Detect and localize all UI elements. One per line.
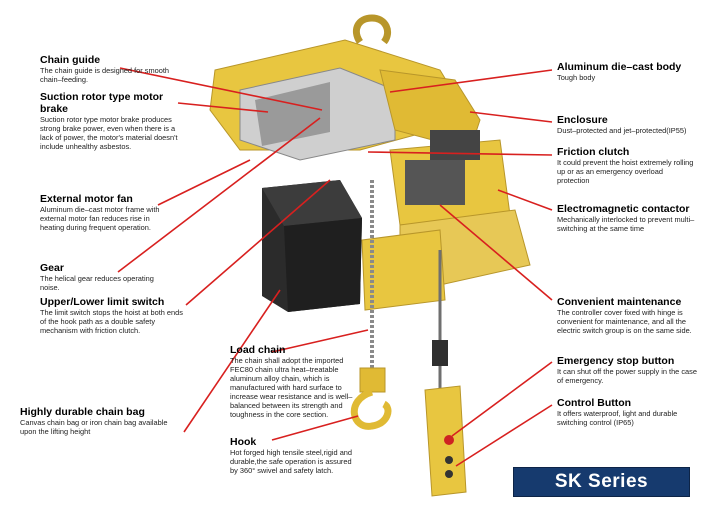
callout-title: Highly durable chain bag bbox=[20, 406, 145, 418]
leader-chain-guide bbox=[119, 67, 323, 111]
callout-desc: It offers waterproof, light and durable … bbox=[557, 409, 678, 427]
callout-title: External motor fan bbox=[40, 193, 133, 205]
callout-title: Emergency stop button bbox=[557, 355, 675, 367]
pendant-illustration bbox=[424, 250, 467, 497]
callout-desc: The chain guide is designed for smooth c… bbox=[40, 66, 170, 84]
callout-control-button: Control Button It offers waterproof, lig… bbox=[557, 397, 697, 427]
callout-title: Hook bbox=[230, 436, 257, 448]
series-label: SK Series bbox=[554, 471, 649, 492]
callout-desc: It can shut off the power supply in the … bbox=[557, 367, 697, 385]
callout-hook: Hook Hot forged high tensile steel,rigid… bbox=[230, 436, 358, 475]
callout-desc: The limit switch stops the hoist at both… bbox=[40, 308, 183, 335]
leader-contactor bbox=[497, 189, 553, 211]
callout-external-motor-fan: External motor fan Aluminum die–cast mot… bbox=[40, 193, 164, 232]
callout-title: Enclosure bbox=[557, 114, 608, 126]
callout-emergency-stop: Emergency stop button It can shut off th… bbox=[557, 355, 697, 385]
callout-desc: It could prevent the hoist extremely rol… bbox=[557, 158, 694, 185]
callout-desc: The controller cover fixed with hinge is… bbox=[557, 308, 692, 335]
leader-friction-clutch bbox=[367, 151, 553, 156]
callout-title: Electromagnetic contactor bbox=[557, 203, 690, 215]
leader-gear bbox=[117, 117, 321, 273]
leader-emergency-stop bbox=[451, 361, 553, 437]
callout-desc: The chain shall adopt the imported FEC80… bbox=[230, 356, 353, 419]
callout-desc: Mechanically interlocked to prevent mult… bbox=[557, 215, 695, 233]
callout-title: Upper/Lower limit switch bbox=[40, 296, 165, 308]
leader-control-button bbox=[455, 404, 553, 467]
callout-title: Gear bbox=[40, 262, 64, 274]
callout-desc: The helical gear reduces operating noise… bbox=[40, 274, 154, 292]
callout-enclosure: Enclosure Dust–protected and jet–protect… bbox=[557, 114, 699, 135]
callout-title: Convenient maintenance bbox=[557, 296, 682, 308]
callout-gear: Gear The helical gear reduces operating … bbox=[40, 262, 164, 292]
leader-limit-switch bbox=[185, 179, 331, 306]
callout-desc: Hot forged high tensile steel,rigid and … bbox=[230, 448, 353, 475]
leader-enclosure bbox=[469, 111, 553, 123]
callout-title: Chain guide bbox=[40, 54, 101, 66]
callout-electromagnetic-contactor: Electromagnetic contactor Mechanically i… bbox=[557, 203, 697, 233]
callout-chain-guide: Chain guide The chain guide is designed … bbox=[40, 54, 190, 84]
leader-motor-fan bbox=[157, 159, 251, 206]
callout-title: Aluminum die–cast body bbox=[557, 61, 682, 73]
callout-title: Control Button bbox=[557, 397, 632, 409]
callout-chain-bag: Highly durable chain bag Canvas chain ba… bbox=[20, 406, 170, 436]
callout-suction-rotor-motor-brake: Suction rotor type motor brake Suction r… bbox=[40, 91, 180, 151]
callout-aluminum-body: Aluminum die–cast body Tough body bbox=[557, 61, 697, 82]
callout-title: Friction clutch bbox=[557, 146, 630, 158]
callout-desc: Suction rotor type motor brake produces … bbox=[40, 115, 178, 151]
series-badge: SK Series bbox=[513, 467, 690, 497]
callout-desc: Tough body bbox=[557, 73, 596, 82]
leader-motor-brake bbox=[177, 102, 269, 113]
leader-chain-bag bbox=[183, 289, 281, 433]
callout-desc: Canvas chain bag or iron chain bag avail… bbox=[20, 418, 168, 436]
callout-friction-clutch: Friction clutch It could prevent the hoi… bbox=[557, 146, 697, 185]
leader-lines bbox=[117, 67, 553, 467]
callout-convenient-maintenance: Convenient maintenance The controller co… bbox=[557, 296, 697, 335]
callout-title: Suction rotor type motor brake bbox=[40, 91, 164, 115]
leader-aluminum-body bbox=[389, 69, 553, 93]
callout-desc: Dust–protected and jet–protected(IP55) bbox=[557, 126, 687, 135]
callout-title: Load chain bbox=[230, 344, 286, 356]
leader-load-chain bbox=[271, 329, 369, 353]
leader-maintenance bbox=[439, 204, 553, 301]
callout-load-chain: Load chain The chain shall adopt the imp… bbox=[230, 344, 360, 419]
load-chain-illustration bbox=[350, 180, 392, 430]
callout-upper-lower-limit-switch: Upper/Lower limit switch The limit switc… bbox=[40, 296, 190, 335]
chain-bag-illustration bbox=[262, 180, 362, 312]
leader-hook bbox=[271, 415, 359, 441]
callout-desc: Aluminum die–cast motor frame with exter… bbox=[40, 205, 160, 232]
